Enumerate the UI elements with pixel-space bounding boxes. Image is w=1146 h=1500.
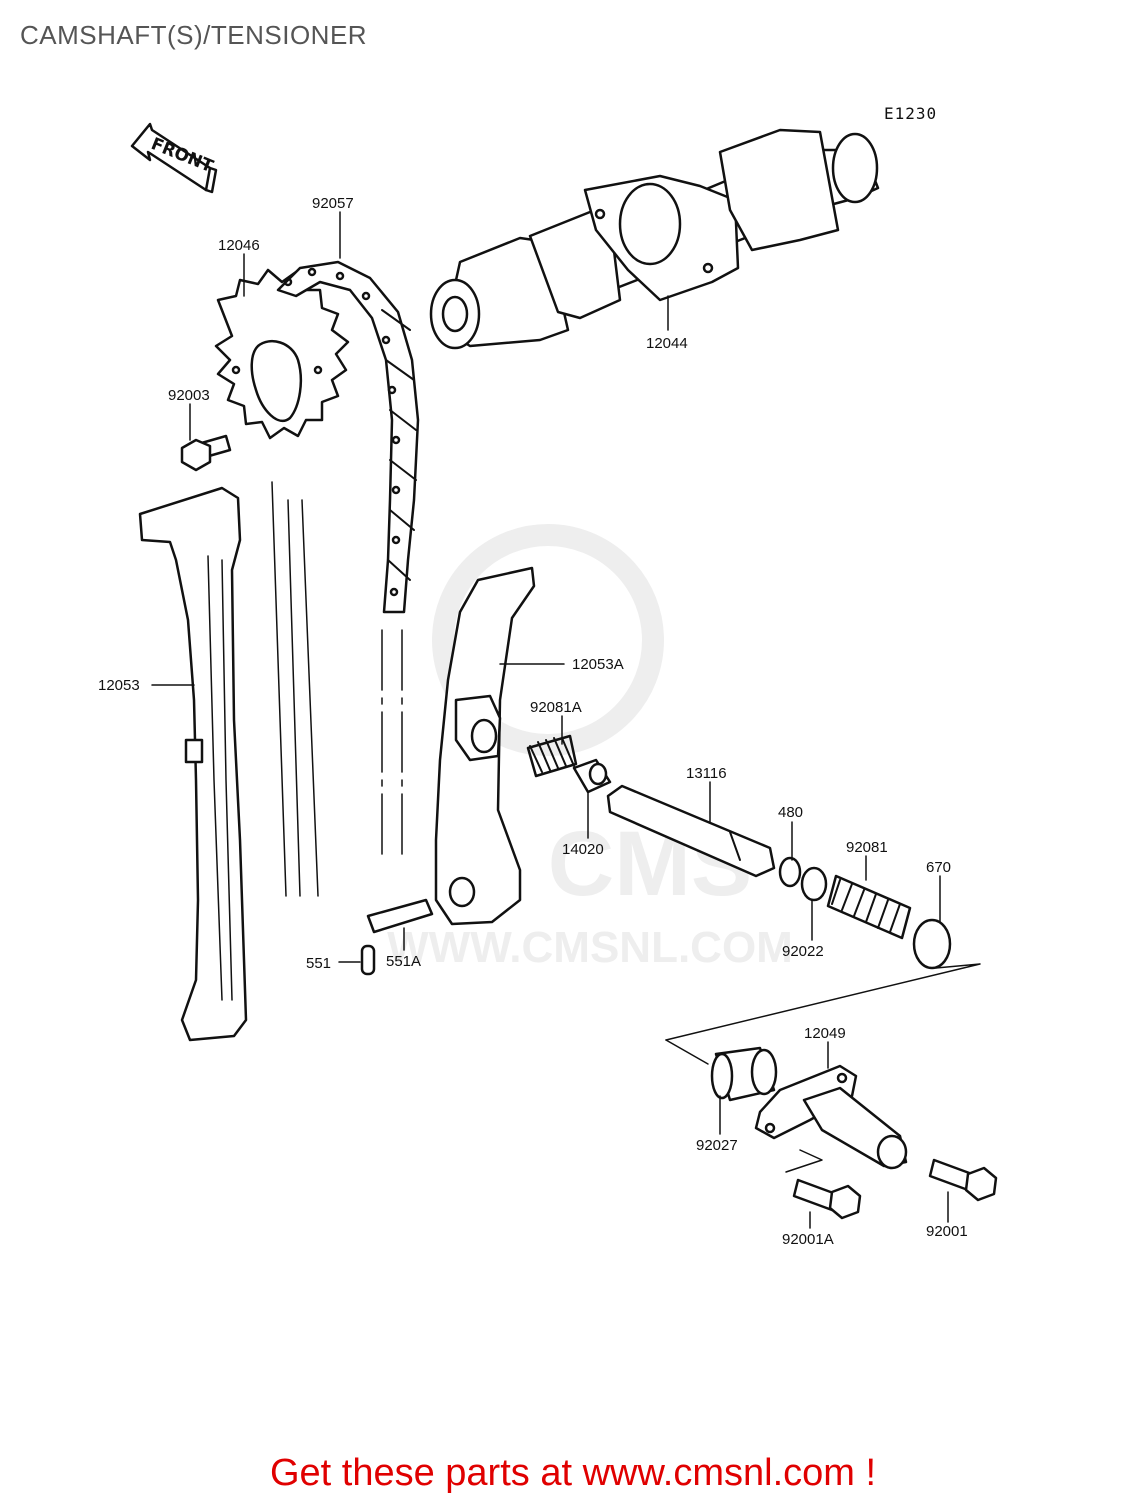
spring-92081	[826, 874, 912, 940]
tensioner-guide	[434, 566, 536, 926]
label-92003: 92003	[168, 387, 210, 404]
bolt-92003	[180, 434, 232, 472]
label-12053: 12053	[98, 677, 140, 694]
label-92057: 92057	[312, 195, 354, 212]
label-12044: 12044	[646, 335, 688, 352]
front-arrow-icon: FRONT	[130, 122, 218, 194]
bolt-92001a	[792, 1178, 862, 1220]
sprocket	[214, 268, 350, 440]
footer-link[interactable]: Get these parts at www.cmsnl.com !	[269, 1452, 877, 1494]
cam-chain	[276, 260, 420, 861]
label-12046: 12046	[218, 237, 260, 254]
watermark-url: WWW.CMSNL.COM	[387, 923, 793, 972]
camshaft	[429, 128, 880, 350]
label-14020: 14020	[562, 841, 604, 858]
chain-guide	[138, 486, 248, 1042]
part-labels: 92057 12046 12044 92003 12053 12053A 920…	[98, 195, 968, 1248]
diagram-code: E1230	[884, 104, 937, 123]
label-670: 670	[926, 859, 951, 876]
spring-92081a	[526, 734, 578, 778]
page-title: CAMSHAFT(S)/TENSIONER	[20, 20, 368, 50]
collar-92027	[710, 1046, 778, 1102]
label-12049: 12049	[804, 1025, 846, 1042]
label-480: 480	[778, 804, 803, 821]
pin-551a	[366, 898, 434, 934]
leader-lines	[151, 211, 949, 1229]
o-ring-670	[912, 918, 952, 970]
label-92001a: 92001A	[782, 1231, 834, 1248]
bolt-92001	[928, 1158, 998, 1202]
label-551a: 551A	[386, 953, 421, 970]
collar-14020	[572, 758, 612, 794]
label-12053a: 12053A	[572, 656, 624, 673]
washer-480	[778, 856, 802, 888]
label-92081: 92081	[846, 839, 888, 856]
label-92022: 92022	[782, 943, 824, 960]
label-92081a: 92081A	[530, 699, 582, 716]
tensioner-housing	[754, 1064, 908, 1170]
label-13116: 13116	[686, 765, 727, 782]
pin-551	[360, 944, 376, 976]
rod-13116	[606, 784, 776, 878]
label-92001: 92001	[926, 1223, 968, 1240]
label-92027: 92027	[696, 1137, 738, 1154]
label-551: 551	[306, 955, 331, 972]
washer-92022	[800, 866, 828, 902]
